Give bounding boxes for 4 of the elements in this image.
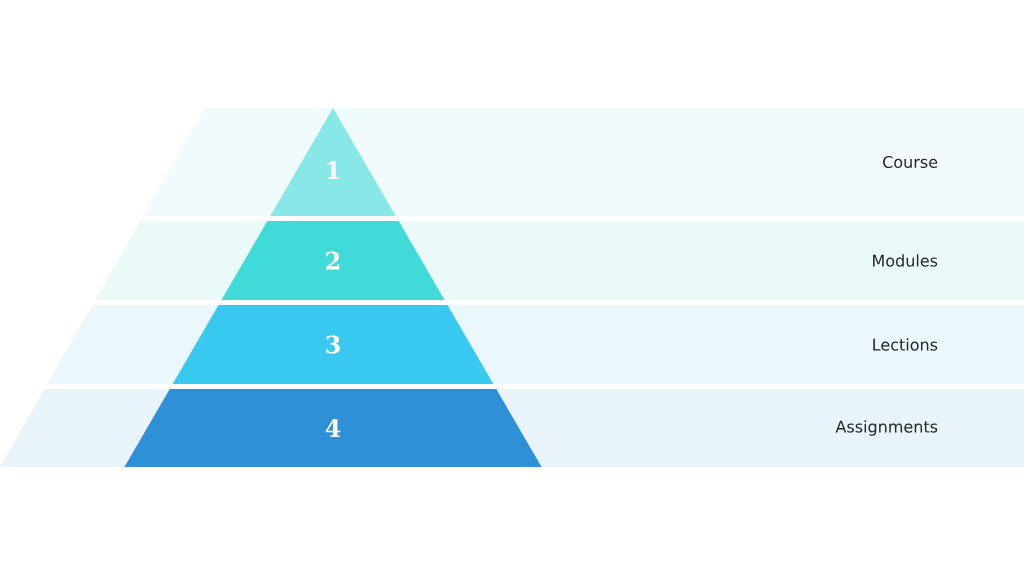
- pyramid-tier: 2: [221, 221, 445, 300]
- pyramid-tier: 4: [124, 389, 542, 467]
- pyramid-tier: 3: [172, 305, 494, 384]
- pyramid-tier: 1: [270, 108, 396, 216]
